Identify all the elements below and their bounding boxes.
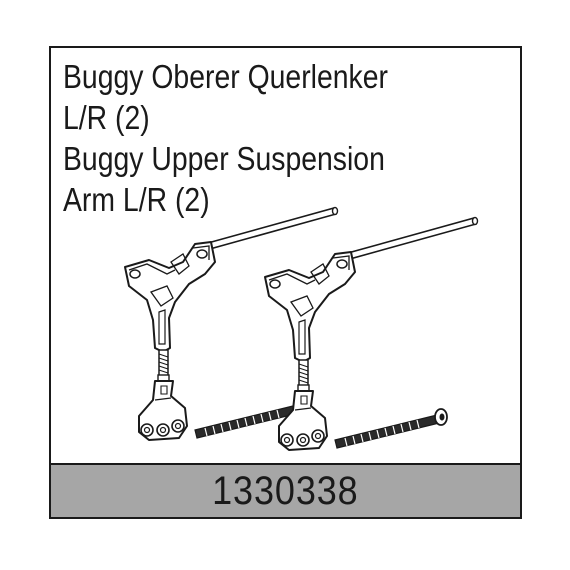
title-line-german-1: Buggy Oberer Querlenker [63, 58, 388, 95]
product-card: Buggy Oberer Querlenker L/R (2) Buggy Up… [49, 46, 522, 519]
part-number-bar: 1330338 [51, 463, 520, 517]
parts-illustration [124, 206, 479, 451]
title-line-german-2: L/R (2) [63, 99, 150, 136]
title-line-english-2: Arm L/R (2) [63, 181, 210, 218]
title-line-english-1: Buggy Upper Suspension [63, 140, 385, 177]
product-title: Buggy Oberer Querlenker L/R (2) Buggy Up… [63, 56, 388, 220]
arm-right [264, 216, 479, 451]
part-number: 1330338 [212, 468, 359, 513]
